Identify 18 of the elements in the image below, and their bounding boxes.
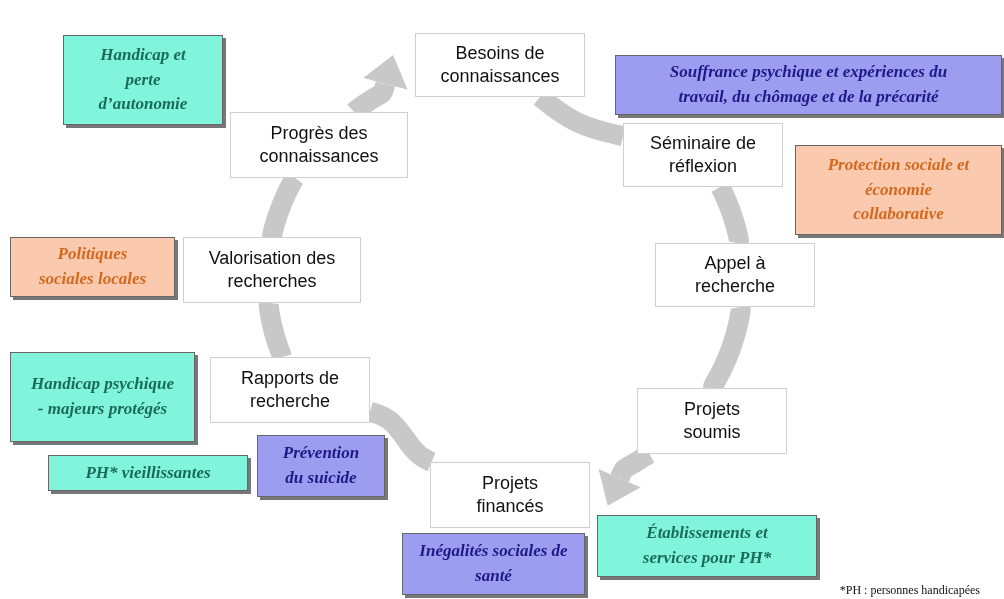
step-box: Séminaire de réflexion bbox=[623, 123, 783, 187]
step-box: Progrès des connaissances bbox=[230, 112, 408, 178]
step-box: Besoins de connaissances bbox=[415, 33, 585, 97]
theme-box: Prévention du suicide bbox=[257, 435, 385, 497]
theme-box: Protection sociale et économie collaborative bbox=[795, 145, 1002, 235]
step-box: Projets soumis bbox=[637, 388, 787, 454]
theme-box: Inégalités sociales de santé bbox=[402, 533, 585, 595]
step-box: Projets financés bbox=[430, 462, 590, 528]
theme-box: Politiques sociales locales bbox=[10, 237, 175, 297]
theme-box: PH* vieillissantes bbox=[48, 455, 248, 491]
step-box: Valorisation des recherches bbox=[183, 237, 361, 303]
footnote: *PH : personnes handicapées bbox=[839, 583, 980, 598]
theme-box: Établissements et services pour PH* bbox=[597, 515, 817, 577]
theme-box: Souffrance psychique et expériences du travail, du chômage et de la précarité bbox=[615, 55, 1002, 115]
step-box: Appel à recherche bbox=[655, 243, 815, 307]
theme-box: Handicap et perte d’autonomie bbox=[63, 35, 223, 125]
step-box: Rapports de recherche bbox=[210, 357, 370, 423]
theme-box: Handicap psychique - majeurs protégés bbox=[10, 352, 195, 442]
